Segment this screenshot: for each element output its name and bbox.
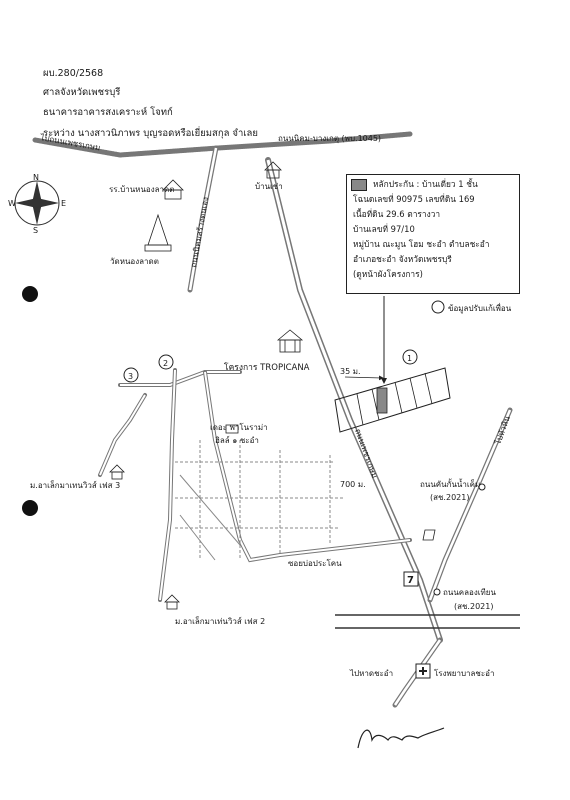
label-top-road-right: ถนนนิคม-บางเกตุ (พบ.1045)	[278, 134, 381, 143]
village3-icon	[109, 464, 125, 480]
legend-deed: โฉนดเลขที่ 90975 เลขที่ดิน 169	[353, 194, 475, 204]
label-village-3: ม.อาเล็กมาเทนวิวส์ เฟส 3	[30, 480, 120, 490]
village2-icon	[164, 594, 180, 610]
label-road-klong-year: (สช.2021)	[454, 602, 493, 611]
compass-icon: N S W E	[8, 173, 66, 235]
label-main-road: ถนนเพชรเกษม	[353, 428, 379, 480]
legend-district: อำเภอชะอำ จังหวัดเพชรบุรี	[353, 254, 452, 264]
circle-2	[158, 354, 174, 370]
signature-icon	[357, 727, 445, 749]
circle-3	[123, 367, 139, 383]
label-project: โครงการ TROPICANA	[224, 362, 310, 373]
label-panorama-2: ฮิลล์ ๑ ชะอำ	[215, 435, 259, 445]
svg-text:2: 2	[163, 359, 168, 368]
svg-text:7: 7	[407, 575, 414, 586]
label-village-2: ม.อาเล็กมาเท่นวิวส์ เฟส 2	[175, 616, 265, 626]
circle-1	[402, 349, 418, 365]
court-name: ศาลจังหวัดเพชรบุรี	[43, 87, 121, 98]
collateral-marker	[376, 387, 388, 414]
panorama-icon	[225, 424, 239, 434]
rental-house-icon	[264, 161, 282, 179]
defendant-name: ระหว่าง นางสาวนิภาพร บุญรอดหรือเยี่ยมสกุ…	[43, 128, 258, 139]
legend-swatch	[351, 178, 367, 191]
punch-hole-top	[22, 286, 38, 302]
label-temple: วัดหนองลาดต	[110, 257, 159, 266]
compass-n: N	[33, 173, 39, 182]
plaintiff-name: ธนาคารอาคารสงเคราะห์ โจทก์	[43, 107, 173, 118]
legend-property-type: หลักประกัน : บ้านเดี่ยว 1 ชั้น	[373, 179, 478, 189]
legend-village: หมู่บ้าน ณะมูน โฮม ชะอำ ตำบลชะอำ	[353, 239, 490, 249]
label-700m: 700 ม.	[340, 480, 366, 489]
property-legend: หลักประกัน : บ้านเดี่ยว 1 ชั้น โฉนดเลขที…	[346, 174, 520, 294]
label-school: รร.บ้านหนองลาดต	[109, 185, 174, 194]
label-to-hua-hin: ไปหัวหิน	[493, 414, 512, 446]
label-ban-chao: บ้านเช่า	[255, 182, 283, 191]
legend-owner-note: (ดูหน้าผังโครงการ)	[353, 269, 423, 279]
temple-icon	[144, 213, 172, 252]
punch-hole-bottom	[22, 500, 38, 516]
label-road-klong: ถนนคลองเทียน	[443, 588, 496, 597]
reference-number: ผบ.280/2568	[43, 68, 104, 79]
compass-w: W	[8, 199, 16, 208]
junction-marker-1	[433, 588, 441, 596]
legend-area: เนื้อที่ดิน 29.6 ตารางวา	[353, 209, 441, 219]
label-hospital: โรงพยาบาลชะอำ	[434, 668, 494, 678]
label-to-chaam: ไปหาดชะอำ	[349, 669, 393, 678]
label-panorama: เดอะ พาโนราม่า	[210, 422, 268, 432]
project-building-icon	[276, 329, 304, 353]
svg-text:3: 3	[128, 372, 133, 381]
label-35m: 35 ม.	[340, 367, 361, 376]
seven-eleven-icon: 7	[403, 571, 419, 587]
info-circle-icon	[431, 300, 445, 314]
label-info-note: ข้อมูลปรับแก้เพื่อน	[448, 302, 512, 314]
compass-e: E	[61, 199, 66, 208]
compass-s: S	[33, 226, 38, 235]
hospital-icon	[415, 663, 431, 679]
junction-marker-2	[478, 483, 486, 491]
school-icon	[162, 179, 184, 200]
svg-text:1: 1	[407, 354, 412, 363]
label-road-khaem-year: (สช.2021)	[430, 493, 469, 502]
label-road-khaem: ถนนคันกั้นน้ำเค็ม	[420, 478, 480, 489]
label-vertical-road: ถนนนิคมสร้างตนเอง	[189, 196, 210, 268]
legend-house-no: บ้านเลขที่ 97/10	[353, 224, 415, 234]
gas-station-icon	[422, 529, 436, 541]
label-top-road-left: ไปถนนเพชรเกษม	[39, 133, 101, 153]
property-plot	[334, 367, 451, 433]
label-soi: ซอยบ่อประโคน	[288, 558, 342, 568]
